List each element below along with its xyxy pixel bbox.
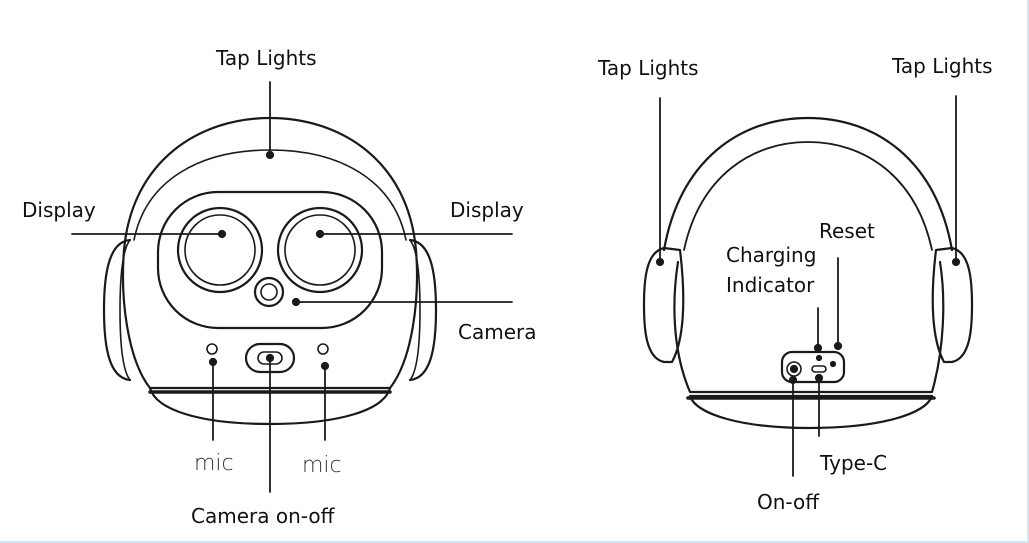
- back-power-button: [786, 361, 802, 377]
- front-camera-lens: [253, 276, 285, 308]
- back-robot: [642, 95, 974, 477]
- back-base: [688, 394, 934, 430]
- label-front-mic-left: mic: [194, 451, 234, 476]
- back-left-ear: [642, 246, 685, 364]
- label-front-camera-onoff: Camera on-off: [191, 504, 335, 528]
- label-back-on-off: On-off: [757, 490, 820, 514]
- label-back-reset: Reset: [819, 219, 875, 243]
- front-right-display: [276, 206, 364, 294]
- front-robot: [71, 81, 513, 493]
- front-left-ear: [102, 238, 132, 382]
- back-body: [673, 260, 945, 394]
- back-headband: [662, 116, 954, 252]
- front-face-panel: [156, 190, 384, 330]
- label-front-tap-lights: Tap Lights: [216, 46, 317, 70]
- back-typec-port: [811, 365, 827, 373]
- label-back-charging-indicator: Charging Indicator: [726, 243, 817, 297]
- label-front-display-right: Display: [450, 198, 524, 222]
- front-left-display: [176, 206, 264, 294]
- front-right-ear: [408, 238, 438, 382]
- label-front-camera: Camera: [458, 320, 537, 344]
- label-back-type-c: Type-C: [820, 451, 888, 475]
- label-back-tap-lights-right: Tap Lights: [892, 54, 993, 78]
- label-back-tap-lights-left: Tap Lights: [598, 56, 699, 80]
- label-front-display-left: Display: [22, 198, 96, 222]
- back-right-ear: [931, 246, 974, 364]
- label-front-mic-right: mic: [302, 453, 342, 478]
- back-port-panel: [780, 350, 846, 384]
- frame-right-edge: [1027, 0, 1029, 543]
- frame-bottom-edge: [0, 541, 1029, 543]
